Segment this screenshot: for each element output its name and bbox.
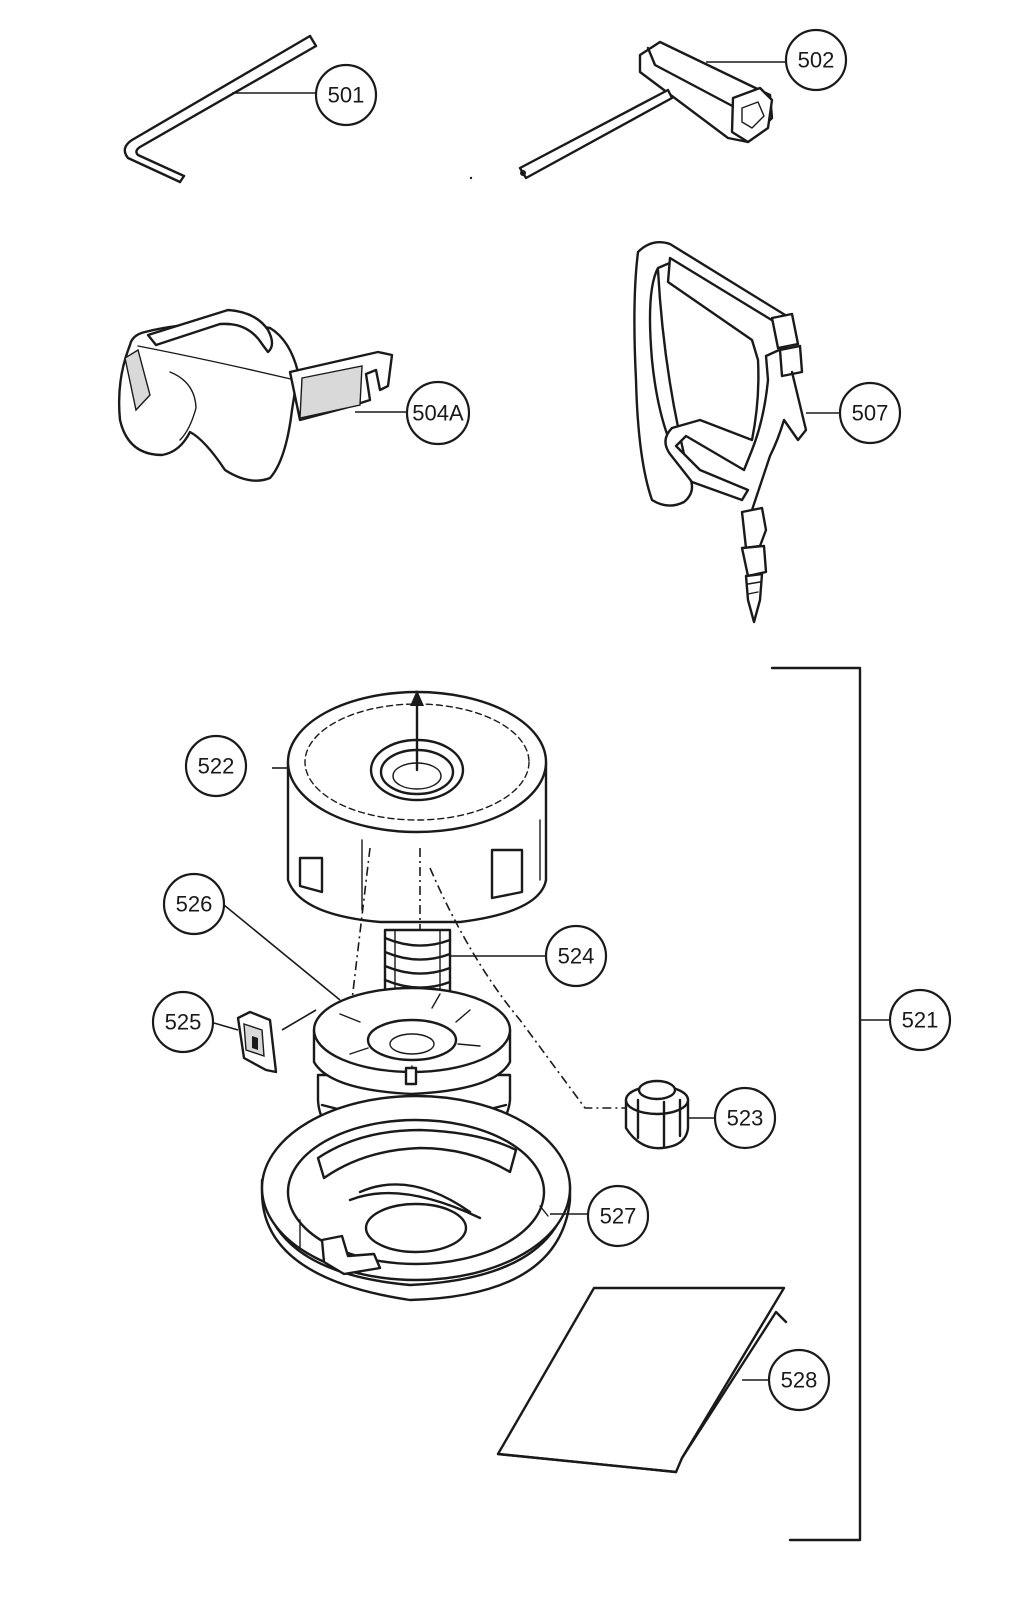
callout-524: 524 (544, 924, 608, 988)
callout-504a: 504A (405, 380, 471, 446)
shoulder-harness-icon (633, 241, 808, 624)
speck (469, 176, 473, 180)
leader-526 (223, 904, 341, 1001)
callout-523: 523 (713, 1086, 777, 1150)
callout-521-label: 521 (902, 1008, 939, 1033)
hex-key-icon (123, 34, 318, 184)
callout-528: 528 (767, 1348, 831, 1412)
callout-507: 507 (838, 381, 902, 445)
callout-522-label: 522 (198, 754, 235, 779)
callout-525-label: 525 (165, 1010, 202, 1035)
callout-527: 527 (586, 1184, 650, 1248)
housing-icon (260, 1094, 572, 1302)
callout-525: 525 (151, 990, 215, 1054)
callout-528-label: 528 (781, 1368, 818, 1393)
callout-522: 522 (184, 734, 248, 798)
trimmer-head-assembly-bracket (770, 666, 892, 1542)
callout-504a-label: 504A (412, 401, 464, 426)
callout-507-label: 507 (852, 401, 889, 426)
clip-icon (236, 1010, 278, 1074)
callout-502: 502 (784, 28, 848, 92)
manual-icon (496, 1286, 788, 1474)
callout-527-label: 527 (600, 1204, 637, 1229)
callout-501-label: 501 (328, 83, 365, 108)
spool-cover-icon (286, 690, 548, 924)
callout-521: 521 (888, 988, 952, 1052)
callout-526-label: 526 (176, 892, 213, 917)
callout-524-label: 524 (558, 944, 595, 969)
safety-glasses-icon (117, 308, 394, 482)
nut-icon (624, 1079, 690, 1150)
callout-526: 526 (162, 872, 226, 936)
leader-525 (213, 1022, 239, 1031)
spark-plug-wrench-icon (518, 40, 774, 180)
callout-502-label: 502 (798, 48, 835, 73)
callout-501: 501 (314, 63, 378, 127)
callout-523-label: 523 (727, 1106, 764, 1131)
